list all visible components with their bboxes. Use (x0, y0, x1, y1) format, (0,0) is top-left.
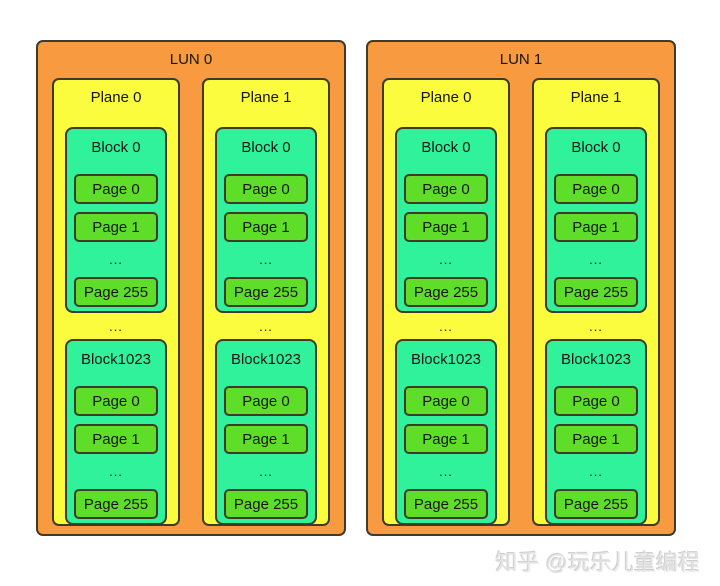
page-box: Page 1 (404, 424, 488, 454)
block-title: Block1023 (560, 350, 632, 368)
plane-title: Plane 1 (240, 88, 292, 106)
page-box: Page 255 (404, 489, 488, 519)
block-title: Block 0 (571, 138, 621, 156)
blocks-ellipsis: ... (589, 318, 603, 334)
pages-ellipsis: ... (589, 252, 603, 267)
page-box: Page 0 (74, 386, 158, 416)
pages-column: Page 0 Page 1... Page 255 (217, 386, 315, 519)
page-box: Page 255 (554, 277, 638, 307)
page-box: Page 0 (224, 174, 308, 204)
page-box: Page 0 (554, 174, 638, 204)
pages-column: Page 0 Page 1... Page 255 (397, 174, 495, 307)
pages-ellipsis: ... (259, 252, 273, 267)
pages-ellipsis: ... (439, 252, 453, 267)
planes-row: Plane 0 Block 0 Page 0 Page 1... Page 255...… (38, 78, 344, 526)
page-box: Page 0 (404, 174, 488, 204)
planes-row: Plane 0 Block 0 Page 0 Page 1... Page 255...… (368, 78, 674, 526)
pages-column: Page 0 Page 1... Page 255 (397, 386, 495, 519)
block-box: Block 0 Page 0 Page 1... Page 255 (395, 127, 497, 313)
watermark: 知乎 @玩乐儿童编程 (495, 550, 700, 575)
page-box: Page 255 (404, 277, 488, 307)
page-box: Page 1 (74, 424, 158, 454)
pages-ellipsis: ... (259, 464, 273, 479)
lun-title: LUN 0 (169, 50, 213, 68)
pages-column: Page 0 Page 1... Page 255 (547, 174, 645, 307)
block-box: Block 0 Page 0 Page 1... Page 255 (65, 127, 167, 313)
page-box: Page 1 (554, 212, 638, 242)
plane-title: Plane 0 (420, 88, 472, 106)
blocks-ellipsis: ... (259, 318, 273, 334)
block-title: Block1023 (80, 350, 152, 368)
page-box: Page 0 (404, 386, 488, 416)
plane-box: Plane 0 Block 0 Page 0 Page 1... Page 255...… (382, 78, 510, 526)
plane-title: Plane 0 (90, 88, 142, 106)
plane-box: Plane 1 Block 0 Page 0 Page 1... Page 255...… (532, 78, 660, 526)
page-box: Page 0 (554, 386, 638, 416)
block-title: Block 0 (421, 138, 471, 156)
page-box: Page 255 (74, 489, 158, 519)
page-box: Page 255 (554, 489, 638, 519)
lun-title: LUN 1 (499, 50, 543, 68)
pages-column: Page 0 Page 1... Page 255 (547, 386, 645, 519)
blocks-ellipsis: ... (439, 318, 453, 334)
page-box: Page 1 (554, 424, 638, 454)
page-box: Page 255 (224, 489, 308, 519)
block-title: Block1023 (230, 350, 302, 368)
page-box: Page 1 (404, 212, 488, 242)
plane-title: Plane 1 (570, 88, 622, 106)
block-title: Block 0 (241, 138, 291, 156)
pages-column: Page 0 Page 1... Page 255 (67, 386, 165, 519)
pages-ellipsis: ... (589, 464, 603, 479)
plane-box: Plane 0 Block 0 Page 0 Page 1... Page 255...… (52, 78, 180, 526)
block-box: Block 0 Page 0 Page 1... Page 255 (215, 127, 317, 313)
page-box: Page 1 (224, 212, 308, 242)
lun-box: LUN 1 Plane 0 Block 0 Page 0 Page 1... Page 2… (366, 40, 676, 536)
page-box: Page 0 (74, 174, 158, 204)
block-box: Block 0 Page 0 Page 1... Page 255 (545, 127, 647, 313)
pages-column: Page 0 Page 1... Page 255 (217, 174, 315, 307)
page-box: Page 1 (74, 212, 158, 242)
pages-ellipsis: ... (439, 464, 453, 479)
pages-column: Page 0 Page 1... Page 255 (67, 174, 165, 307)
page-box: Page 0 (224, 386, 308, 416)
page-box: Page 255 (224, 277, 308, 307)
plane-box: Plane 1 Block 0 Page 0 Page 1... Page 255...… (202, 78, 330, 526)
pages-ellipsis: ... (109, 464, 123, 479)
page-box: Page 255 (74, 277, 158, 307)
block-title: Block1023 (410, 350, 482, 368)
lun-box: LUN 0 Plane 0 Block 0 Page 0 Page 1... Page 2… (36, 40, 346, 536)
pages-ellipsis: ... (109, 252, 123, 267)
blocks-ellipsis: ... (109, 318, 123, 334)
page-box: Page 1 (224, 424, 308, 454)
block-title: Block 0 (91, 138, 141, 156)
